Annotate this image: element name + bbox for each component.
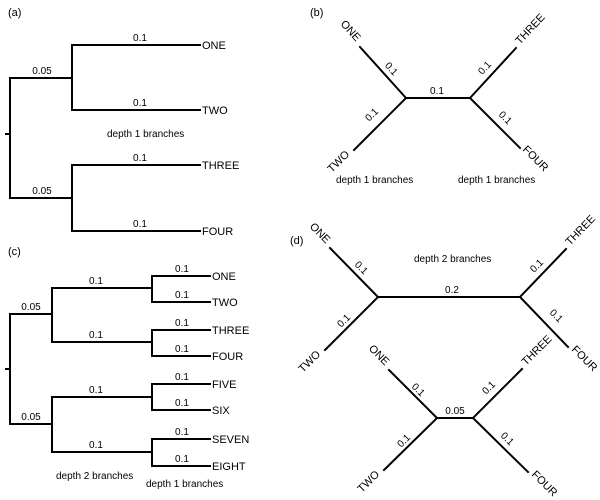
panel-b: (b) 0.1 0.1 0.1 0.1 0.1 ONE TWO THREE FO…	[310, 7, 550, 186]
panel-c-leaf-label: ONE	[212, 271, 236, 283]
panel-d-upper-branch-label: 0.1	[335, 312, 353, 330]
panel-a-branch-label: 0.05	[32, 186, 52, 197]
panel-c-leaf-label: FOUR	[212, 351, 243, 363]
panel-d-lower-leaf-label: ONE	[366, 343, 391, 368]
panel-c-branch-label: 0.1	[175, 290, 189, 301]
panel-c-branch-label: 0.1	[89, 330, 103, 341]
panel-c-branch-label: 0.1	[89, 385, 103, 396]
panel-d-lower-branch-label: 0.1	[409, 381, 427, 399]
panel-c-branch-label: 0.1	[89, 276, 103, 287]
panel-d-upper-leaf-label: FOUR	[569, 344, 600, 375]
panel-c-caption-depth2: depth 2 branches	[56, 471, 133, 482]
panel-a-leaf-label: FOUR	[202, 226, 233, 238]
panel-d-lower-leaf-label: TWO	[355, 468, 382, 495]
panel-c-branch-label: 0.1	[89, 440, 103, 451]
panel-c-branch-label: 0.1	[175, 398, 189, 409]
panel-b-leaf-label: ONE	[338, 18, 363, 44]
panel-b-tree	[352, 45, 522, 152]
panel-b-caption-right: depth 1 branches	[458, 175, 535, 186]
panel-c-label: (c)	[8, 246, 21, 258]
panel-b-leaf-label: FOUR	[520, 144, 551, 175]
panel-c: (c) 0.05 0.05 0.1 0.1 0.1 0.1 0.1 0.1 0.…	[5, 246, 249, 490]
panel-c-leaf-label: SEVEN	[212, 434, 249, 446]
panel-c-leaf-label: SIX	[212, 405, 230, 417]
panel-d-upper-leaf-label: THREE	[564, 213, 599, 248]
panel-d-upper-tree	[323, 246, 570, 352]
panel-b-branch-label: 0.1	[430, 86, 444, 97]
panel-c-branch-label: 0.1	[175, 454, 189, 465]
panel-d: (d) depth 2 branches 0.2 0.1 0.1 0.1 0.1…	[290, 213, 599, 499]
panel-b-leaf-label: THREE	[513, 12, 547, 47]
panel-c-leaf-label: EIGHT	[212, 461, 246, 473]
panel-c-leaf-label: THREE	[212, 325, 249, 337]
panel-c-branch-label: 0.1	[175, 318, 189, 329]
panel-d-lower-leaf-label: THREE	[520, 333, 555, 368]
panel-a-branch-label: 0.1	[133, 33, 147, 44]
panel-a-branch-label: 0.1	[133, 219, 147, 230]
panel-d-lower-leaf-label: FOUR	[529, 469, 560, 500]
panel-a-branch-label: 0.1	[133, 98, 147, 109]
panel-b-branch-label: 0.1	[496, 109, 514, 127]
panel-b-label: (b)	[310, 7, 323, 19]
panel-c-leaf-label: TWO	[212, 297, 238, 309]
panel-c-branch-label: 0.05	[21, 302, 41, 313]
panel-c-leaf-label: FIVE	[212, 379, 236, 391]
panel-a-label: (a)	[8, 7, 21, 19]
panel-b-branch-label: 0.1	[363, 106, 381, 124]
panel-d-lower-branch-label: 0.05	[445, 406, 465, 417]
panel-d-caption: depth 2 branches	[414, 254, 491, 265]
panel-c-branch-label: 0.1	[175, 427, 189, 438]
panel-d-upper-branch-label: 0.1	[352, 259, 370, 277]
panel-d-label: (d)	[290, 235, 303, 247]
panel-d-upper-branch-label: 0.1	[547, 307, 565, 325]
panel-a-branch-label: 0.05	[32, 66, 52, 77]
panel-b-caption-left: depth 1 branches	[336, 175, 413, 186]
panel-a-branch-label: 0.1	[133, 153, 147, 164]
panel-b-leaf-label: TWO	[325, 148, 352, 175]
panel-a: (a) 0.05 0.05 0.1 0.1 0.1 0.1 ONE TWO TH…	[5, 7, 239, 238]
panel-c-branch-label: 0.1	[175, 264, 189, 275]
panel-d-lower-tree	[382, 367, 530, 474]
panel-c-branch-label: 0.05	[21, 412, 41, 423]
panel-d-lower-branch-label: 0.1	[395, 432, 413, 450]
panel-a-tree	[9, 44, 201, 232]
panel-d-upper-branch-label: 0.2	[445, 285, 459, 296]
panel-c-branch-label: 0.1	[175, 372, 189, 383]
panel-a-leaf-label: TWO	[202, 105, 228, 117]
panel-d-upper-leaf-label: TWO	[296, 348, 323, 375]
panel-d-upper-leaf-label: ONE	[307, 221, 332, 246]
panel-c-branch-label: 0.1	[175, 344, 189, 355]
panel-a-leaf-label: THREE	[202, 160, 239, 172]
panel-c-caption-depth1: depth 1 branches	[146, 479, 223, 490]
panel-a-leaf-label: ONE	[202, 40, 226, 52]
panel-a-caption: depth 1 branches	[107, 129, 184, 140]
